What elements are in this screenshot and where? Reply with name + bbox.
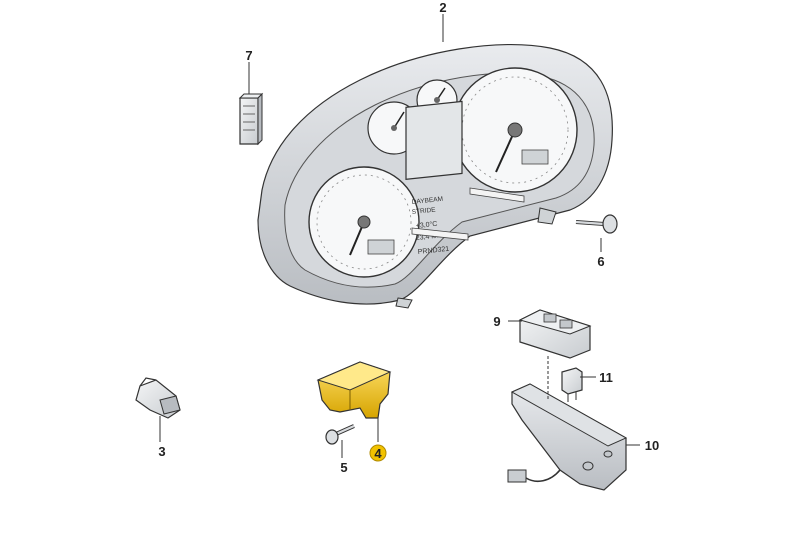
callout-7: 7 <box>245 48 252 63</box>
display-line-5: PRND321 <box>417 246 449 256</box>
instrument-cluster-icon: DAYBEAM STRIDE +3,0°C 23,4 km PRND321 <box>257 44 613 309</box>
connector-plug-icon <box>135 377 181 419</box>
leader-lines <box>159 14 640 458</box>
relay-icon <box>561 367 583 402</box>
housing-icon <box>507 383 628 491</box>
callout-11: 11 <box>599 370 613 385</box>
callout-10: 10 <box>645 438 659 453</box>
display-line-4: 23,4 km <box>415 232 441 242</box>
callout-3: 3 <box>158 444 165 459</box>
display-line-3: +3,0°C <box>415 220 437 230</box>
screw-icon <box>575 214 618 234</box>
callout-4-badge: 4 <box>369 444 387 462</box>
tachometer-gauge <box>308 166 420 278</box>
callout-9: 9 <box>493 314 500 329</box>
speedometer-gauge <box>452 67 578 193</box>
callout-2: 2 <box>439 0 446 15</box>
callout-5: 5 <box>340 460 347 475</box>
display-line-1: DAYBEAM <box>411 196 443 206</box>
callout-labels: 2 7 6 3 4 5 9 11 10 <box>158 0 659 475</box>
multifunction-display: DAYBEAM STRIDE +3,0°C 23,4 km PRND321 <box>405 100 463 256</box>
bulb-socket-icon <box>238 92 264 146</box>
display-line-2: STRIDE <box>411 206 436 216</box>
switch-module-icon <box>518 309 592 359</box>
callout-6: 6 <box>597 254 604 269</box>
callout-4: 4 <box>374 446 382 461</box>
screw-icon <box>325 424 355 445</box>
bracket-icon <box>316 361 392 419</box>
